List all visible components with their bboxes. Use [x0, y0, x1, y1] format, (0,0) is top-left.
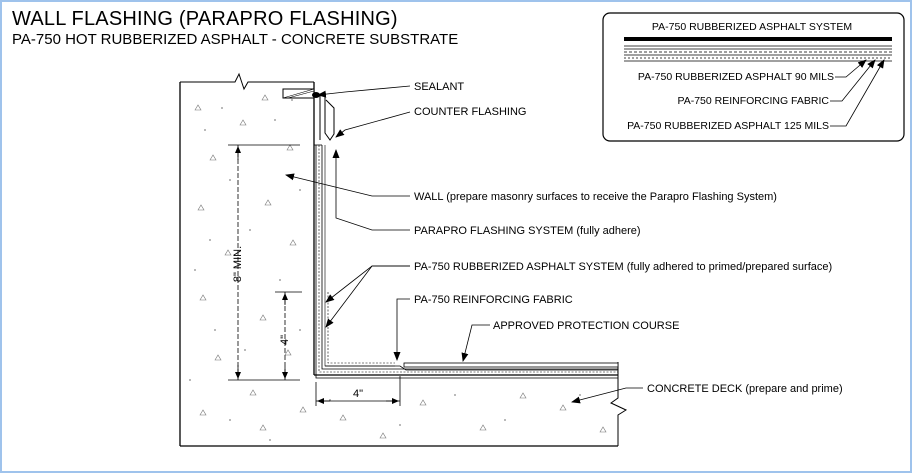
sealant-bead — [282, 88, 320, 99]
callout-asphalt-system: PA-750 RUBBERIZED ASPHALT SYSTEM (fully … — [414, 261, 832, 273]
inset-heading: PA-750 RUBBERIZED ASPHALT SYSTEM — [652, 21, 852, 33]
dim-label-4in-vertical: 4" — [279, 335, 291, 345]
inset-label-125mils: PA-750 RUBBERIZED ASPHALT 125 MILS — [627, 120, 829, 132]
inset-label-fabric: PA-750 REINFORCING FABRIC — [677, 95, 829, 107]
dimension-4in-horizontal — [315, 376, 401, 406]
inset-membrane-top — [624, 37, 892, 41]
dim-label-4in-horizontal: 4" — [353, 388, 363, 400]
concrete-deck — [180, 362, 628, 447]
callout-leaders — [285, 85, 643, 404]
callout-protection-course: APPROVED PROTECTION COURSE — [493, 320, 679, 332]
concrete-aggregate — [194, 94, 607, 439]
counter-flashing — [318, 94, 335, 141]
asphalt-system-inset: PA-750 RUBBERIZED ASPHALT SYSTEM PA-750 … — [602, 12, 905, 142]
drawing-title: WALL FLASHING (PARAPRO FLASHING) — [12, 8, 398, 30]
callout-reinforcing-fabric: PA-750 REINFORCING FABRIC — [414, 294, 573, 306]
drawing-subtitle: PA-750 HOT RUBBERIZED ASPHALT - CONCRETE… — [12, 31, 459, 48]
concrete-wall — [179, 72, 315, 446]
dimension-8in-min — [228, 144, 300, 381]
dimension-4in-vertical — [275, 291, 302, 380]
callout-concrete-deck: CONCRETE DECK (prepare and prime) — [647, 383, 843, 395]
inset-label-90mils: PA-750 RUBBERIZED ASPHALT 90 MILS — [638, 71, 834, 83]
dim-label-8in-min: 8" MIN. — [232, 246, 244, 282]
membrane-layers — [314, 144, 618, 379]
callout-counter-flashing: COUNTER FLASHING — [414, 106, 526, 118]
callout-parapro: PARAPRO FLASHING SYSTEM (fully adhere) — [414, 225, 641, 237]
protection-course — [403, 362, 619, 368]
callout-sealant: SEALANT — [414, 81, 464, 93]
concrete-dots — [189, 99, 581, 441]
callout-wall: WALL (prepare masonry surfaces to receiv… — [414, 191, 777, 203]
